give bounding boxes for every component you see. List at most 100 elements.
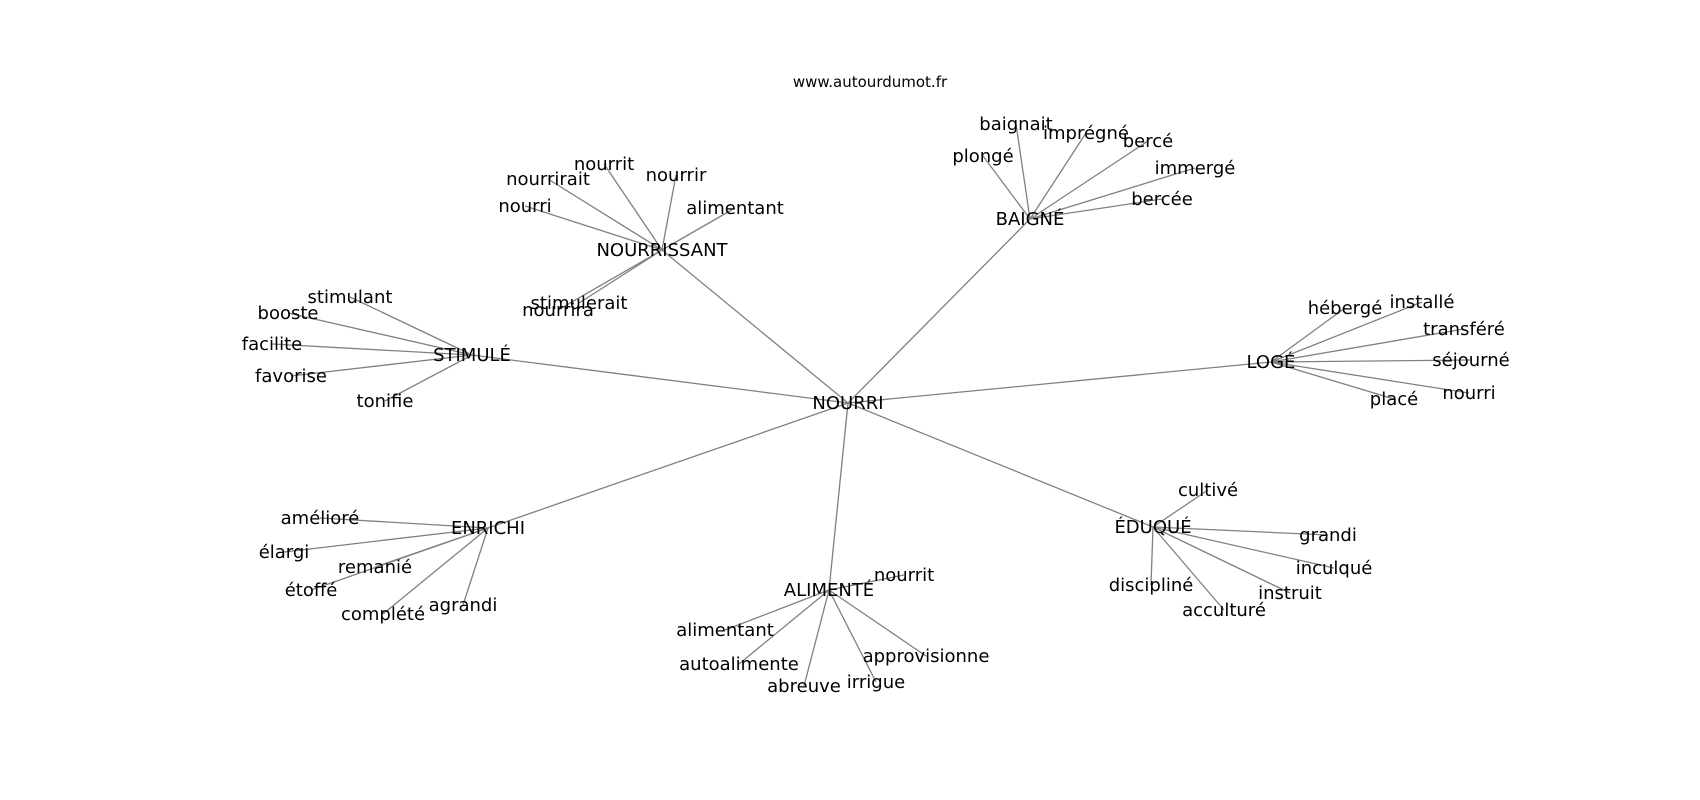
edge-loge-sejourne xyxy=(1270,359,1472,363)
edge-alimente-irrigue xyxy=(828,589,877,683)
edge-baigne-berce xyxy=(1029,140,1149,220)
edge-loge-transfere xyxy=(1270,328,1465,363)
edge-enrichi-etoffe xyxy=(310,527,489,591)
edge-enrichi-elargi xyxy=(283,527,489,553)
node-eduque[interactable]: ÉDUQUÉ xyxy=(1114,516,1191,538)
node-enrichi-remanie[interactable]: remanié xyxy=(338,557,412,578)
node-baigne-bercee[interactable]: bercée xyxy=(1131,189,1193,210)
node-enrichi-ameliore[interactable]: amélioré xyxy=(281,508,360,529)
node-baigne-plonge[interactable]: plongé xyxy=(952,146,1013,167)
node-nourrissant-nourrir[interactable]: nourrir xyxy=(646,165,707,186)
edge-stimule-tonifie xyxy=(384,354,473,402)
node-alimente-autoalimente[interactable]: autoalimente xyxy=(679,654,799,675)
edge-stimule-favorise xyxy=(290,354,473,377)
edge-alimente-alimentant xyxy=(724,589,830,631)
edge-loge-installe xyxy=(1270,301,1423,363)
edge-nourri-baigne xyxy=(847,218,1031,404)
node-eduque-inculque[interactable]: inculqué xyxy=(1296,558,1373,579)
node-nourrissant-stimulerait[interactable]: stimulerait xyxy=(531,293,628,314)
node-alimente-alimentant[interactable]: alimentant xyxy=(676,620,774,641)
edge-loge-heberge xyxy=(1270,307,1346,363)
node-loge[interactable]: LOGÉ xyxy=(1247,351,1296,373)
edge-nourrissant-nourrirait xyxy=(547,178,663,251)
node-loge-place[interactable]: placé xyxy=(1370,389,1418,410)
edge-enrichi-complete xyxy=(382,527,489,615)
edge-nourrissant-nourri xyxy=(524,205,663,251)
edge-eduque-cultive xyxy=(1152,489,1209,528)
node-nourrissant[interactable]: NOURRISSANT xyxy=(596,240,728,261)
graph-labels: NOURRINOURRISSANTnourrinourriraitnourrit… xyxy=(242,114,1510,697)
edge-eduque-inculque xyxy=(1152,526,1335,569)
node-eduque-grandi[interactable]: grandi xyxy=(1299,525,1357,546)
edge-stimule-booste xyxy=(287,312,473,356)
node-enrichi[interactable]: ENRICHI xyxy=(451,518,525,539)
edge-eduque-discipline xyxy=(1150,526,1154,586)
node-baigne[interactable]: BAIGNÉ xyxy=(996,208,1065,230)
node-stimule-favorise[interactable]: favorise xyxy=(255,366,327,387)
edge-eduque-instruit xyxy=(1152,526,1291,594)
edge-alimente-abreuve xyxy=(803,589,830,687)
node-baigne-impregne[interactable]: imprégné xyxy=(1043,123,1129,144)
edge-baigne-impregne xyxy=(1029,132,1087,220)
node-eduque-instruit[interactable]: instruit xyxy=(1258,583,1322,604)
node-nourrissant-nourrirait[interactable]: nourrirait xyxy=(506,169,590,190)
edge-nourrissant-nourrir xyxy=(661,174,677,251)
graph-edges xyxy=(271,123,1472,687)
edge-loge-nourri xyxy=(1270,361,1470,394)
node-baigne-immerge[interactable]: immergé xyxy=(1155,158,1236,179)
edge-baigne-plonge xyxy=(982,155,1031,220)
node-baigne-baignait[interactable]: baignait xyxy=(979,114,1052,135)
node-alimente-abreuve[interactable]: abreuve xyxy=(767,676,841,697)
node-stimule-stimulant[interactable]: stimulant xyxy=(308,287,393,308)
node-stimule[interactable]: STIMULÉ xyxy=(433,344,511,366)
node-loge-nourri[interactable]: nourri xyxy=(1442,383,1495,404)
edge-nourri-loge xyxy=(847,361,1272,404)
node-eduque-acculture[interactable]: acculturé xyxy=(1182,600,1266,621)
node-stimule-booste[interactable]: booste xyxy=(258,303,319,324)
node-loge-installe[interactable]: installé xyxy=(1390,292,1455,313)
edge-nourrissant-nourrit xyxy=(603,163,663,251)
edge-baigne-immerge xyxy=(1029,167,1196,220)
node-nourrissant-nourri[interactable]: nourri xyxy=(498,196,551,217)
node-enrichi-etoffe[interactable]: étoffé xyxy=(285,580,338,601)
node-alimente-irrigue[interactable]: irrigue xyxy=(847,672,905,693)
node-loge-sejourne[interactable]: séjourné xyxy=(1432,350,1509,371)
edge-alimente-autoalimente xyxy=(738,589,830,665)
edge-nourri-stimule xyxy=(471,354,849,404)
node-loge-heberge[interactable]: hébergé xyxy=(1308,298,1383,319)
edge-alimente-nourrit xyxy=(828,574,905,591)
node-alimente-nourrit[interactable]: nourrit xyxy=(874,565,934,586)
edge-enrichi-ameliore xyxy=(319,517,489,529)
edge-alimente-approvisionne xyxy=(828,589,927,657)
edge-stimule-stimulant xyxy=(349,296,473,356)
node-stimule-tonifie[interactable]: tonifie xyxy=(357,391,414,412)
node-nourrissant-alimentant[interactable]: alimentant xyxy=(686,198,784,219)
edge-baigne-baignait xyxy=(1015,123,1031,220)
edge-nourrissant-stimulerait xyxy=(578,249,663,304)
edge-nourrissant-alimentant xyxy=(661,207,736,251)
node-enrichi-complete[interactable]: complété xyxy=(341,604,425,625)
node-loge-transfere[interactable]: transféré xyxy=(1423,319,1505,340)
edge-enrichi-agrandi xyxy=(462,527,489,606)
node-enrichi-elargi[interactable]: élargi xyxy=(259,542,310,563)
edge-nourri-alimente xyxy=(828,402,849,591)
node-alimente-approvisionne[interactable]: approvisionne xyxy=(863,646,990,667)
edge-nourri-enrichi xyxy=(487,402,849,529)
edge-stimule-facilite xyxy=(271,343,473,356)
node-nourrissant-nourrit[interactable]: nourrit xyxy=(574,154,634,175)
edge-eduque-grandi xyxy=(1152,526,1329,536)
node-alimente[interactable]: ALIMENTÉ xyxy=(784,579,874,601)
node-eduque-discipline[interactable]: discipliné xyxy=(1109,575,1194,596)
node-enrichi-agrandi[interactable]: agrandi xyxy=(429,595,498,616)
node-eduque-cultive[interactable]: cultivé xyxy=(1178,480,1238,501)
node-stimule-facilite[interactable]: facilite xyxy=(242,334,302,355)
edge-nourrissant-nourrira xyxy=(557,249,663,311)
node-nourri[interactable]: NOURRI xyxy=(812,393,883,414)
node-nourrissant-nourrira[interactable]: nourrira xyxy=(522,300,594,321)
edge-eduque-acculture xyxy=(1152,526,1225,611)
source-label: www.autourdumot.fr xyxy=(793,73,948,91)
edge-loge-place xyxy=(1270,361,1395,400)
edge-nourri-eduque xyxy=(847,402,1154,528)
node-baigne-berce[interactable]: bercé xyxy=(1123,131,1173,152)
